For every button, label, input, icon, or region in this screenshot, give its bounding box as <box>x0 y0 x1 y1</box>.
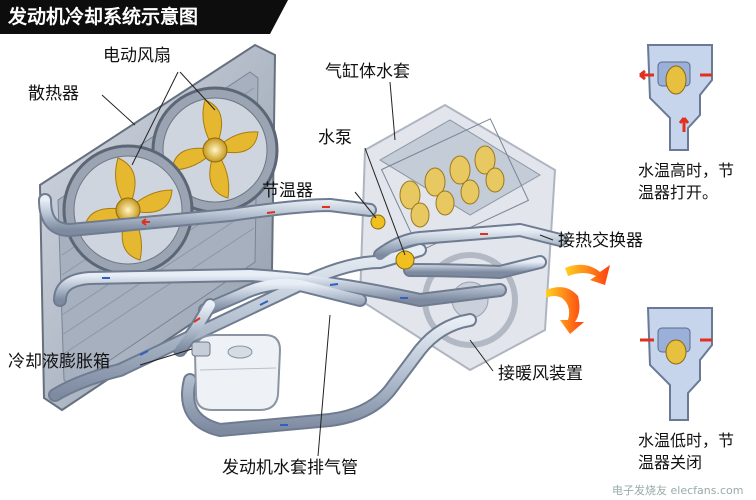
leader-lines <box>101 71 554 457</box>
note-cold-line1: 水温低时，节 <box>638 431 735 450</box>
flow-arrows <box>102 206 488 426</box>
label-radiator: 散热器 <box>28 84 79 104</box>
note-cold-line2: 温器关闭 <box>638 453 703 472</box>
water-pump-part <box>395 250 415 270</box>
label-water-jacket: 气缸体水套 <box>325 62 410 82</box>
label-thermostat: 节温器 <box>262 181 313 201</box>
label-vent-pipe: 发动机水套排气管 <box>222 458 358 478</box>
thermostat-part <box>370 214 386 230</box>
label-electric-fan: 电动风扇 <box>103 46 171 66</box>
heater-arrow <box>546 287 584 334</box>
note-hot: 水温高时，节 温器打开。 <box>638 160 734 204</box>
note-hot-line1: 水温高时，节 <box>638 161 735 180</box>
label-heater: 接暖风装置 <box>498 364 583 384</box>
diagram-title: 发动机冷却系统示意图 <box>0 0 288 34</box>
label-heat-exchanger: 接热交换器 <box>558 231 643 251</box>
coolant-pipes <box>38 193 567 437</box>
note-hot-line2: 温器打开。 <box>638 183 719 202</box>
electric-fan-2 <box>62 144 194 276</box>
heat-exchanger-arrow <box>565 264 610 285</box>
label-expansion-tank: 冷却液膨胀箱 <box>8 352 110 372</box>
cylinder-water-jacket <box>380 118 530 252</box>
note-cold: 水温低时，节 温器关闭 <box>638 430 734 474</box>
expansion-tank <box>191 334 282 411</box>
label-water-pump: 水泵 <box>318 128 352 148</box>
thermostat-detail-cold <box>640 307 713 421</box>
watermark: 电子发烧友 elecfans.com <box>612 484 744 497</box>
thermostat-detail-hot <box>639 44 713 151</box>
